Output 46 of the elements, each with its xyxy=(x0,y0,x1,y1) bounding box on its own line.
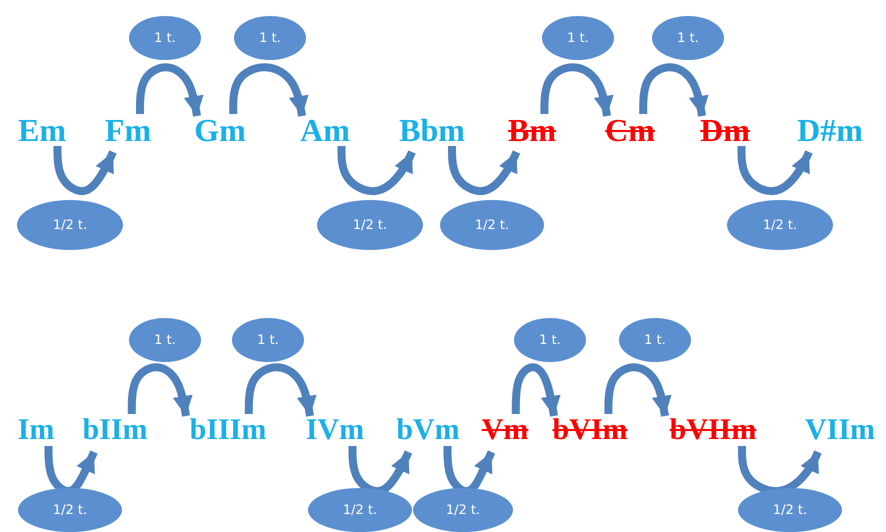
chord-name: Bbm xyxy=(392,112,472,148)
step-ellipse: 1/2 t. xyxy=(738,488,842,532)
chord-name: bVm xyxy=(389,412,467,448)
curved-arrow xyxy=(512,363,561,417)
step-ellipse: 1 t. xyxy=(652,16,724,60)
curved-arrow xyxy=(738,146,813,196)
chord-name: Dm xyxy=(692,112,758,148)
step-ellipse: 1 t. xyxy=(234,16,306,60)
step-ellipse: 1/2 t. xyxy=(317,200,423,250)
chord-name: Vm xyxy=(478,412,532,448)
curved-arrow xyxy=(128,363,193,417)
chord-name: Im xyxy=(11,412,61,448)
chord-name: bIIm xyxy=(73,412,157,448)
curved-arrow xyxy=(244,363,317,417)
chord-name: Em xyxy=(11,112,73,148)
step-ellipse: 1/2 t. xyxy=(308,488,412,532)
chord-name: Bm xyxy=(501,112,563,148)
chord-name: bVIIm xyxy=(655,412,771,448)
chord-name: Gm xyxy=(187,112,253,148)
step-ellipse: 1 t. xyxy=(129,16,201,60)
curved-arrow xyxy=(448,146,520,196)
step-ellipse: 1 t. xyxy=(129,318,201,362)
step-ellipse: 1/2 t. xyxy=(18,488,122,532)
step-ellipse: 1/2 t. xyxy=(727,200,833,250)
chord-name: VIIm xyxy=(796,412,884,448)
curved-arrow xyxy=(540,63,614,117)
step-ellipse: 1/2 t. xyxy=(17,200,123,250)
chord-name: Am xyxy=(292,112,358,148)
step-ellipse: 1 t. xyxy=(619,318,691,362)
curved-arrow xyxy=(136,63,204,117)
chord-name: IVm xyxy=(300,412,370,448)
curved-arrow xyxy=(229,63,309,117)
chord-name: bVIm xyxy=(544,412,636,448)
step-ellipse: 1 t. xyxy=(514,318,586,362)
chord-name: bIIIm xyxy=(176,412,280,448)
chord-name: Fm xyxy=(98,112,158,148)
curved-arrow xyxy=(604,363,672,417)
curved-arrow xyxy=(338,146,416,196)
chord-name: D#m xyxy=(788,112,872,148)
curved-arrow xyxy=(54,146,117,196)
step-ellipse: 1 t. xyxy=(542,16,614,60)
step-ellipse: 1 t. xyxy=(232,318,304,362)
curved-arrow xyxy=(639,63,709,117)
step-ellipse: 1/2 t. xyxy=(413,488,513,532)
step-ellipse: 1/2 t. xyxy=(440,200,544,250)
chord-name: Cm xyxy=(597,112,663,148)
